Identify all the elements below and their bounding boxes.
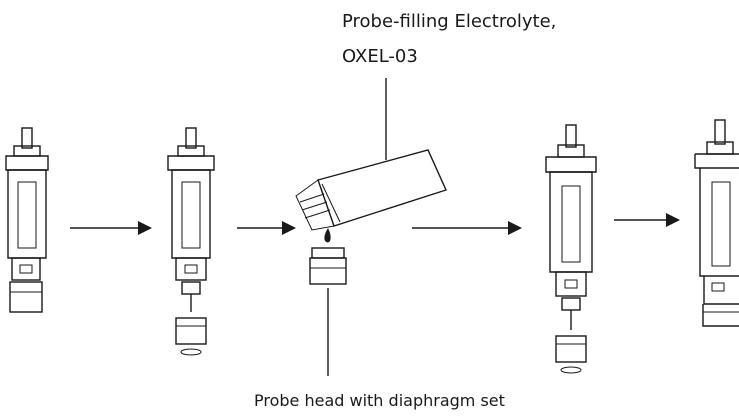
probe-head-label: Probe head with diaphragm set — [254, 391, 505, 410]
probe-reassembled — [694, 119, 739, 327]
arrow-1 — [70, 221, 152, 235]
arrow-2 — [237, 221, 296, 235]
probe-assembled-1 — [5, 127, 49, 313]
arrow-3 — [412, 221, 522, 235]
electrolyte-pouch — [295, 149, 447, 231]
arrow-4 — [614, 213, 680, 227]
probe-head-reattach — [545, 124, 597, 374]
electrolyte-label-line1: Probe-filling Electrolyte, — [342, 11, 557, 32]
electrolyte-label-line2: OXEL-03 — [342, 46, 418, 67]
probe-head-filling — [309, 247, 347, 285]
electrolyte-drop — [324, 228, 331, 243]
probe-head-removed — [167, 127, 215, 356]
